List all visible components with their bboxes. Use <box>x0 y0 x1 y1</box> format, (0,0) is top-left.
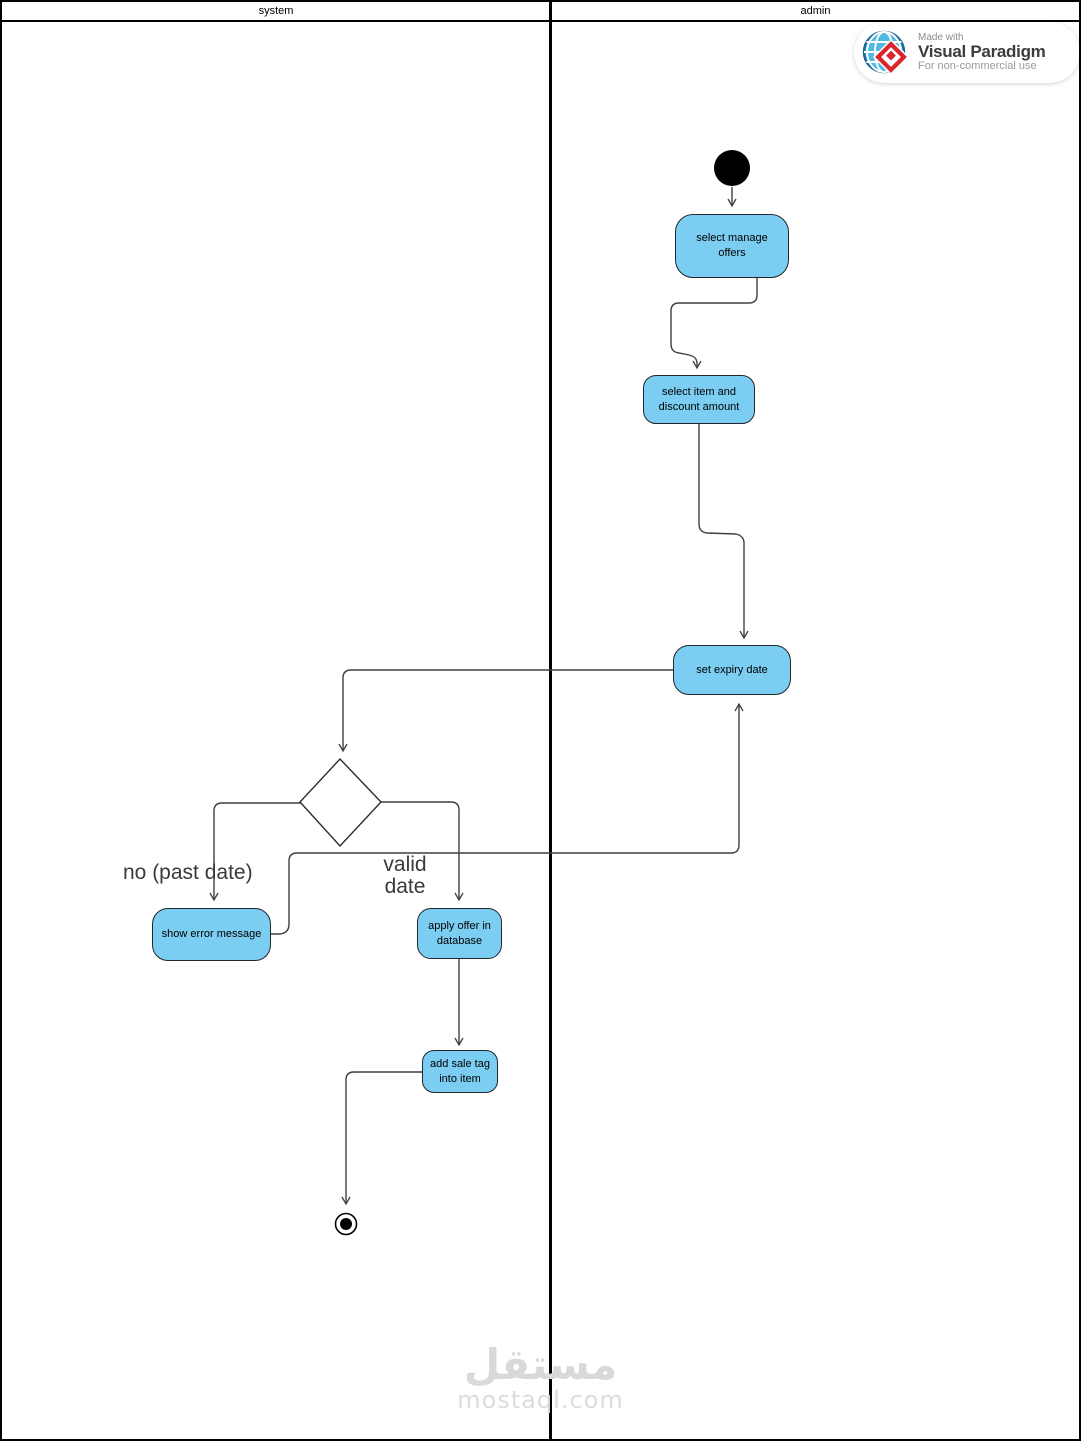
watermark-arabic: مستقل <box>463 1340 618 1389</box>
activity-apply-offer-database[interactable]: apply offer in database <box>417 908 502 959</box>
initial-node[interactable] <box>714 150 750 186</box>
visual-paradigm-globe-icon <box>862 30 910 75</box>
edge-show-error-back-to-set-expiry <box>270 702 744 935</box>
lane-title-admin[interactable]: admin <box>800 5 831 17</box>
decision-node[interactable] <box>299 757 382 848</box>
visual-paradigm-diamond-icon <box>872 38 910 75</box>
edge-label-no-past-date: no (past date) <box>123 861 253 884</box>
activity-select-manage-offers[interactable]: select manage offers <box>675 214 789 278</box>
final-node[interactable] <box>334 1212 358 1236</box>
lane-title-system[interactable]: system <box>258 5 294 17</box>
edge-select-manage-to-select-item <box>670 278 758 370</box>
edge-label-valid-date: valid date <box>370 853 440 899</box>
activity-show-error-message[interactable]: show error message <box>152 908 271 961</box>
edge-label-valid-line2: date <box>384 875 426 899</box>
logo-made-with: Made with <box>918 31 964 43</box>
activity-set-expiry-date[interactable]: set expiry date <box>673 645 791 695</box>
edge-set-expiry-to-decision <box>338 669 673 753</box>
edge-label-valid-line1: valid <box>383 853 427 876</box>
edge-add-sale-tag-to-final <box>341 1071 422 1206</box>
activity-add-sale-tag[interactable]: add sale tag into item <box>422 1050 498 1093</box>
edge-decision-to-show-error <box>209 802 301 902</box>
edge-select-item-to-set-expiry <box>698 424 749 640</box>
watermark-latin: mostaql.com <box>457 1386 624 1414</box>
visual-paradigm-badge[interactable]: Made with Visual Paradigm For non-commer… <box>854 22 1079 83</box>
watermark: مستقل mostaql.com <box>2 1340 1079 1415</box>
logo-subtitle: For non-commercial use <box>918 59 1037 72</box>
lane-header-band <box>2 2 1079 22</box>
logo-brand: Visual Paradigm <box>918 42 1046 62</box>
lane-divider <box>549 2 552 1439</box>
activity-select-item-discount[interactable]: select item and discount amount <box>643 375 755 424</box>
